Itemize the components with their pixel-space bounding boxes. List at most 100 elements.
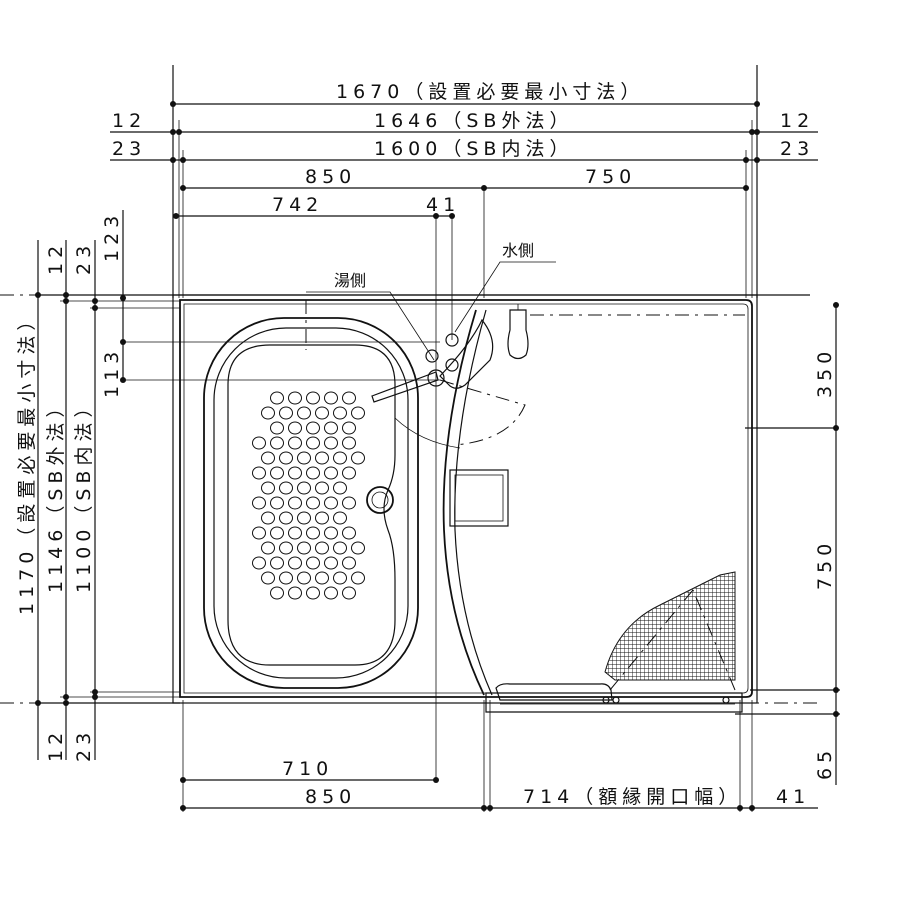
tub-hole	[252, 466, 266, 480]
tub-hole	[324, 556, 338, 570]
tub-hole	[306, 556, 320, 570]
tub-hole	[261, 481, 275, 495]
dim-bottom-41: 41	[776, 786, 810, 808]
tub-hole	[297, 511, 311, 525]
top-dimensions: 1670（設置必要最小寸法） 12 1646（SB外法） 12 23 1600（…	[110, 65, 818, 780]
tub-hole	[315, 511, 329, 525]
tub-hole	[288, 466, 302, 480]
tub-hole	[351, 406, 365, 420]
tub-hole	[324, 391, 338, 405]
dim-min-install-width: 1670（設置必要最小寸法）	[336, 81, 644, 103]
tub-hole	[252, 496, 266, 510]
tub-hole	[342, 421, 356, 435]
water-side-leader	[454, 261, 556, 333]
dim-bottom-850: 850	[305, 786, 356, 808]
dim-right-23: 23	[780, 138, 814, 160]
dim-left-v113: 113	[101, 347, 123, 398]
tub-hole	[315, 541, 329, 555]
tub-hole	[288, 421, 302, 435]
dim-left-v123: 123	[101, 211, 123, 262]
tub-hole	[342, 586, 356, 600]
tub-hole	[297, 451, 311, 465]
tub-hole	[270, 391, 284, 405]
tub-hole	[261, 451, 275, 465]
tub-hole	[333, 451, 347, 465]
tub-hole	[342, 496, 356, 510]
tub-hole	[261, 511, 275, 525]
tub-hole	[342, 466, 356, 480]
tub-hole	[315, 481, 329, 495]
tub-hole	[315, 571, 329, 585]
faucet-spout	[371, 371, 439, 403]
tub-hole	[342, 436, 356, 450]
bathroom-outline	[172, 294, 758, 704]
tub-hole	[306, 526, 320, 540]
tub-hole	[279, 511, 293, 525]
tub-hole	[351, 571, 365, 585]
tub-hole	[279, 541, 293, 555]
tub-hole	[261, 541, 275, 555]
tub-hole	[270, 586, 284, 600]
tub-hole	[333, 406, 347, 420]
hot-side-leader	[306, 291, 435, 361]
dim-shower-750: 750	[585, 166, 636, 188]
dim-tub-850: 850	[305, 166, 356, 188]
partition-and-faucets: 湯側 水側	[306, 241, 556, 696]
dim-left-v23-bottom: 23	[73, 728, 95, 762]
tub-hole	[270, 526, 284, 540]
tub-hole	[324, 496, 338, 510]
tub-hole	[297, 571, 311, 585]
tub-hole	[270, 556, 284, 570]
tub-hole	[324, 466, 338, 480]
tub-hole	[306, 436, 320, 450]
tub-hole	[342, 556, 356, 570]
tub-hole	[288, 526, 302, 540]
tub-hole	[315, 406, 329, 420]
dim-sb-inner-depth: 1100（SB内法）	[73, 394, 95, 593]
right-dimensions: 350 750 65	[735, 302, 840, 785]
shower-area	[449, 304, 745, 713]
tub-hole	[279, 406, 293, 420]
water-side-label: 水側	[502, 241, 534, 260]
hatched-floor-area	[604, 571, 736, 681]
tub-hole	[279, 481, 293, 495]
tub-hole	[351, 541, 365, 555]
tub-hole	[297, 481, 311, 495]
shelf	[449, 469, 509, 527]
tub-hole	[324, 526, 338, 540]
dim-left-v12-bottom: 12	[45, 728, 67, 762]
tub-hole	[270, 466, 284, 480]
drain-icon	[366, 486, 394, 514]
dim-sb-inner-width: 1600（SB内法）	[374, 138, 573, 160]
tub-hole	[324, 421, 338, 435]
tub-hole	[333, 571, 347, 585]
tub-hole	[279, 451, 293, 465]
tub-hole	[306, 586, 320, 600]
tub-hole	[333, 481, 347, 495]
dim-right-750: 750	[814, 539, 836, 590]
tub-hole	[333, 541, 347, 555]
left-dimensions: 12 23 123 113 1170（設置必要最小寸法） 1146（SB外法） …	[0, 210, 810, 762]
tub-hole	[306, 421, 320, 435]
tub-hole	[279, 571, 293, 585]
tub-hole	[270, 436, 284, 450]
tub-hole	[252, 556, 266, 570]
dim-right-65: 65	[814, 746, 836, 780]
tub-hole	[306, 466, 320, 480]
tub-hole	[324, 586, 338, 600]
tub-hole	[261, 571, 275, 585]
tub-hole	[306, 496, 320, 510]
dim-min-install-depth: 1170（設置必要最小寸法）	[16, 307, 38, 615]
tub-hole	[288, 556, 302, 570]
tub-hole	[288, 391, 302, 405]
tub-hole	[342, 391, 356, 405]
shower-head-icon	[507, 309, 529, 360]
hot-side-label: 湯側	[334, 271, 366, 290]
tub-hole	[297, 541, 311, 555]
tub-hole	[288, 496, 302, 510]
dim-sb-outer-depth: 1146（SB外法）	[45, 394, 67, 593]
dim-tub-742: 742	[272, 194, 323, 216]
tub-hole	[297, 406, 311, 420]
tub-hole	[306, 391, 320, 405]
